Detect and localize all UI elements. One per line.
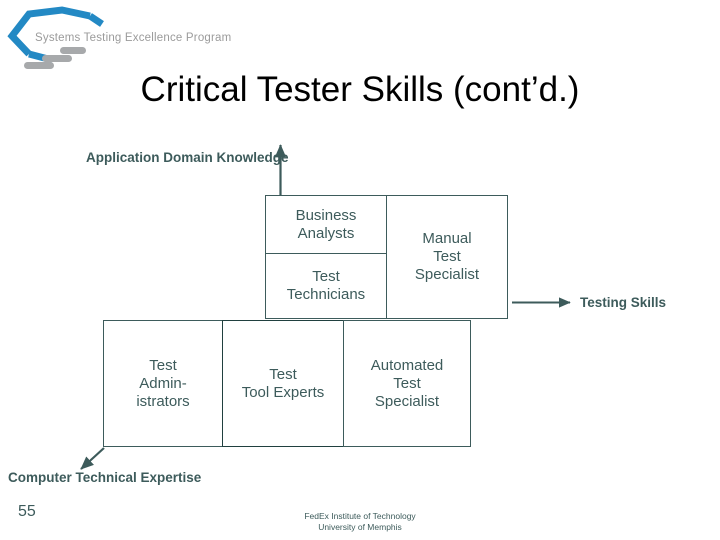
box-manual-test-line1: Manual — [422, 230, 472, 247]
logo-graphic — [7, 6, 104, 69]
stp-logo: Systems Testing Excellence Program — [2, 2, 231, 70]
page-number: 55 — [18, 503, 36, 520]
logo-bar-top-icon — [60, 47, 86, 54]
box-automated-test-line3: Specialist — [374, 392, 440, 410]
y-axis-label: Application Domain Knowledge — [86, 149, 289, 166]
box-manual-test-line3: Specialist — [414, 266, 480, 283]
logo-bar-bottom-icon — [24, 62, 54, 69]
box-test-technicians[interactable]: Test Technicians — [265, 253, 387, 319]
logo-wordmark: Systems Testing Excellence Program — [35, 32, 232, 44]
origin-arrow-icon — [80, 447, 105, 470]
box-test-technicians-line1: Test — [312, 268, 340, 285]
box-automated-test-line2: Test — [393, 374, 421, 392]
box-automated-test-line1: Automated — [370, 356, 444, 374]
box-business-analysts-line2: Analysts — [297, 224, 355, 242]
logo-bar-middle-icon — [42, 55, 72, 62]
box-business-analysts-line1: Business — [295, 206, 357, 224]
box-test-admins-line2: Admin- — [139, 374, 187, 392]
box-tool-experts-line1: Test — [269, 365, 297, 383]
box-test-admins-line1: Test — [149, 356, 177, 374]
y-axis-label-line1: Application — [86, 150, 160, 165]
logo-hexagon-top-icon — [88, 13, 104, 27]
box-test-admins-line3: istrators — [136, 392, 190, 410]
page-title: Critical Tester Skills (cont’d.) — [140, 70, 580, 109]
box-business-analysts[interactable]: Business Analysts — [265, 195, 387, 254]
box-manual-test-line2: Test — [433, 248, 461, 265]
box-test-administrators[interactable]: Test Admin- istrators — [103, 320, 223, 447]
box-manual-test-specialist[interactable]: Manual Test Specialist — [386, 195, 508, 319]
box-tool-experts-line2: Tool Experts — [241, 383, 325, 401]
box-automated-test-specialist[interactable]: Automated Test Specialist — [343, 320, 471, 447]
footer-credit-line2: University of Memphis — [318, 522, 402, 532]
box-test-tool-experts[interactable]: Test Tool Experts — [222, 320, 344, 447]
logo-hexagon-left-icon — [7, 6, 91, 57]
x-axis-label: Testing Skills — [580, 295, 667, 310]
origin-axis-label: Computer Technical Expertise — [8, 470, 202, 485]
footer-credit-line1: FedEx Institute of Technology — [304, 511, 416, 521]
footer-credit: FedEx Institute of Technology University… — [0, 511, 720, 533]
y-axis-label-line2: Domain Knowledge — [163, 150, 289, 165]
box-test-technicians-line2: Technicians — [286, 286, 366, 303]
